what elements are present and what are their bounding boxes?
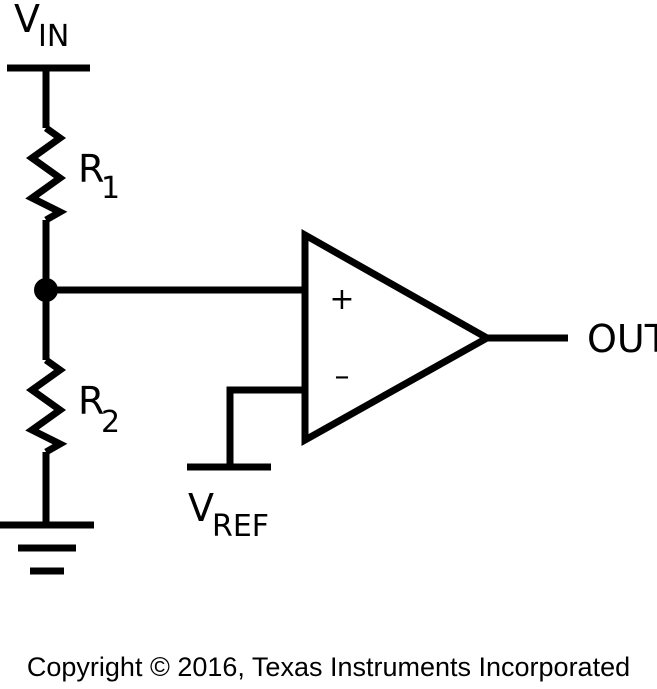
vin-label-main: V (14, 0, 40, 41)
plus-sign: + (329, 282, 354, 317)
out-label: OUT (587, 317, 657, 361)
inverting-input-wire (226, 386, 305, 467)
vref-label: V REF (188, 486, 269, 544)
vref-label-main: V (188, 486, 214, 530)
vref-label-sub: REF (212, 509, 269, 544)
r1-label: R 1 (78, 147, 120, 206)
resistor-r1 (25, 125, 68, 224)
minus-sign: – (335, 359, 350, 394)
vin-label-sub: IN (38, 19, 69, 54)
r2-label-sub: 2 (101, 405, 120, 440)
r2-label: R 2 (78, 379, 120, 440)
r1-label-sub: 1 (101, 171, 120, 206)
resistor-r2 (25, 357, 68, 456)
comparator-schematic: + – V IN R 1 R 2 V REF OUT (0, 0, 657, 575)
r1-label-main: R (78, 147, 104, 191)
comparator-triangle (301, 228, 495, 446)
vin-label: V IN (14, 0, 69, 54)
ground-icon (0, 521, 94, 575)
copyright-notice: Copyright © 2016, Texas Instruments Inco… (26, 652, 631, 682)
r2-label-main: R (78, 379, 104, 423)
